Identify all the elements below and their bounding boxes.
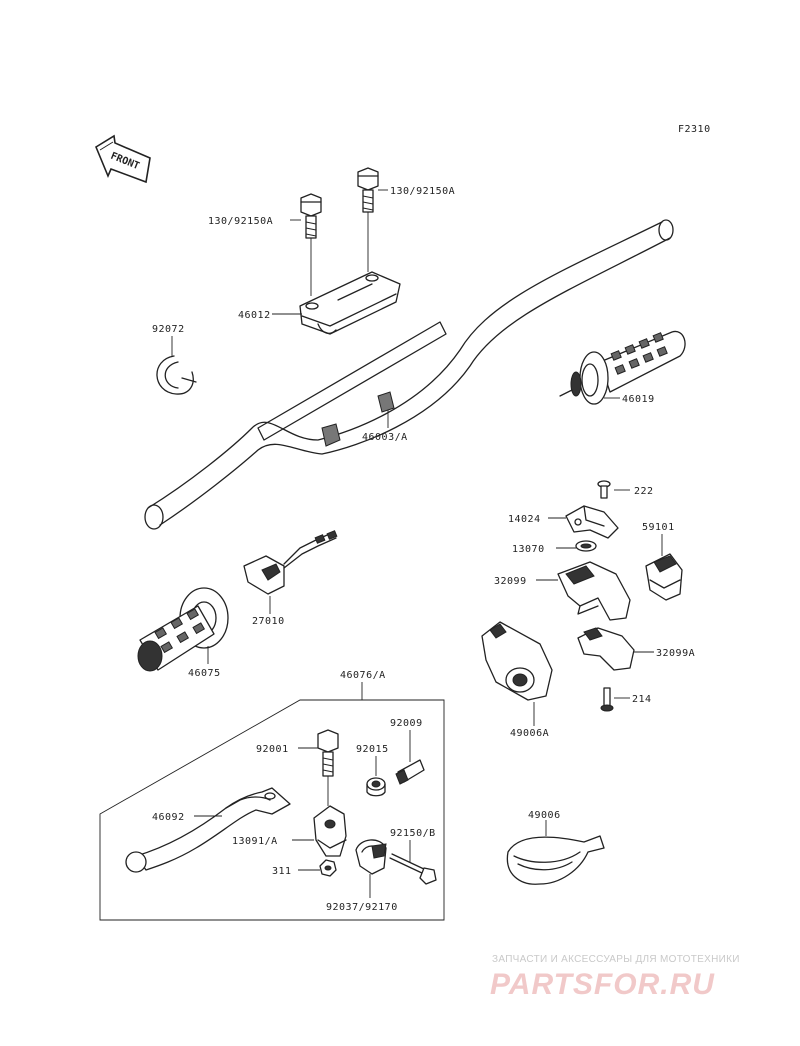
- label-switch-59101: 59101: [642, 522, 675, 533]
- label-bolt-a-left: 130/92150A: [208, 216, 273, 227]
- bolt-130-92150a-left: [300, 193, 322, 239]
- lever-holder-13091a: [313, 805, 347, 857]
- label-part-13070: 13070: [512, 544, 545, 555]
- label-bolt-92001: 92001: [256, 744, 289, 755]
- label-nut-311: 311: [272, 866, 292, 877]
- front-arrow-icon: FRONT: [94, 134, 151, 184]
- throttle-cover-49006: [506, 835, 605, 885]
- figure-code: F2310: [678, 124, 711, 135]
- clutch-lever-46092: [125, 787, 291, 873]
- label-switch-27010: 27010: [252, 616, 285, 627]
- adjuster-92009: [395, 759, 425, 785]
- label-cover-49006: 49006: [528, 810, 561, 821]
- label-holder-13091a: 13091/A: [232, 836, 278, 847]
- throttle-49006a: [481, 621, 553, 701]
- right-grip: [559, 330, 686, 405]
- label-housing-32099a: 32099A: [656, 648, 695, 659]
- label-clip: 92072: [152, 324, 185, 335]
- label-adjuster-92009: 92009: [390, 718, 423, 729]
- label-clamp-92037: 92037/92170: [326, 902, 398, 913]
- label-nut-92015: 92015: [356, 744, 389, 755]
- bolt-92150b: [389, 853, 437, 885]
- handlebar: [144, 219, 674, 530]
- label-screw-222: 222: [634, 486, 654, 497]
- lever-assembly-box: [99, 699, 445, 921]
- part-13070: [575, 540, 597, 552]
- label-holder: 46012: [238, 310, 271, 321]
- handlebar-knurl-left: [321, 391, 395, 447]
- watermark-brand: PARTSFOR.RU: [490, 968, 715, 1001]
- label-grip-left: 46075: [188, 668, 221, 679]
- switch-59101: [645, 553, 683, 601]
- label-grip-right: 46019: [622, 394, 655, 405]
- watermark: ЗАПЧАСТИ И АКСЕССУАРЫ ДЛЯ МОТОТЕХНИКИ PA…: [490, 954, 740, 1001]
- screw-214: [600, 687, 614, 712]
- nut-92015: [366, 777, 386, 797]
- label-screw-214: 214: [632, 694, 652, 705]
- switch-27010: [243, 530, 338, 595]
- bracket-14024: [565, 505, 619, 539]
- clamp-92037-92170: [355, 839, 387, 875]
- label-bolt-a-right: 130/92150A: [390, 186, 455, 197]
- label-bracket-14024: 14024: [508, 514, 541, 525]
- throttle-housing-32099: [557, 561, 631, 621]
- label-handlebar: 46003/A: [362, 432, 408, 443]
- left-grip: [137, 587, 229, 672]
- throttle-housing-32099a: [577, 627, 635, 671]
- label-lever-assy: 46076/A: [340, 670, 386, 681]
- label-lever-46092: 46092: [152, 812, 185, 823]
- label-housing-32099: 32099: [494, 576, 527, 587]
- label-throttle-49006a: 49006A: [510, 728, 549, 739]
- handlebar-holder: [299, 271, 401, 335]
- screw-222: [597, 480, 611, 499]
- label-bolt-92150b: 92150/B: [390, 828, 436, 839]
- nut-311: [319, 859, 337, 877]
- watermark-caption: ЗАПЧАСТИ И АКСЕССУАРЫ ДЛЯ МОТОТЕХНИКИ: [492, 954, 740, 965]
- wire-clip: [156, 355, 197, 395]
- bolt-92001: [317, 729, 339, 777]
- bolt-130-92150a-right: [357, 167, 379, 213]
